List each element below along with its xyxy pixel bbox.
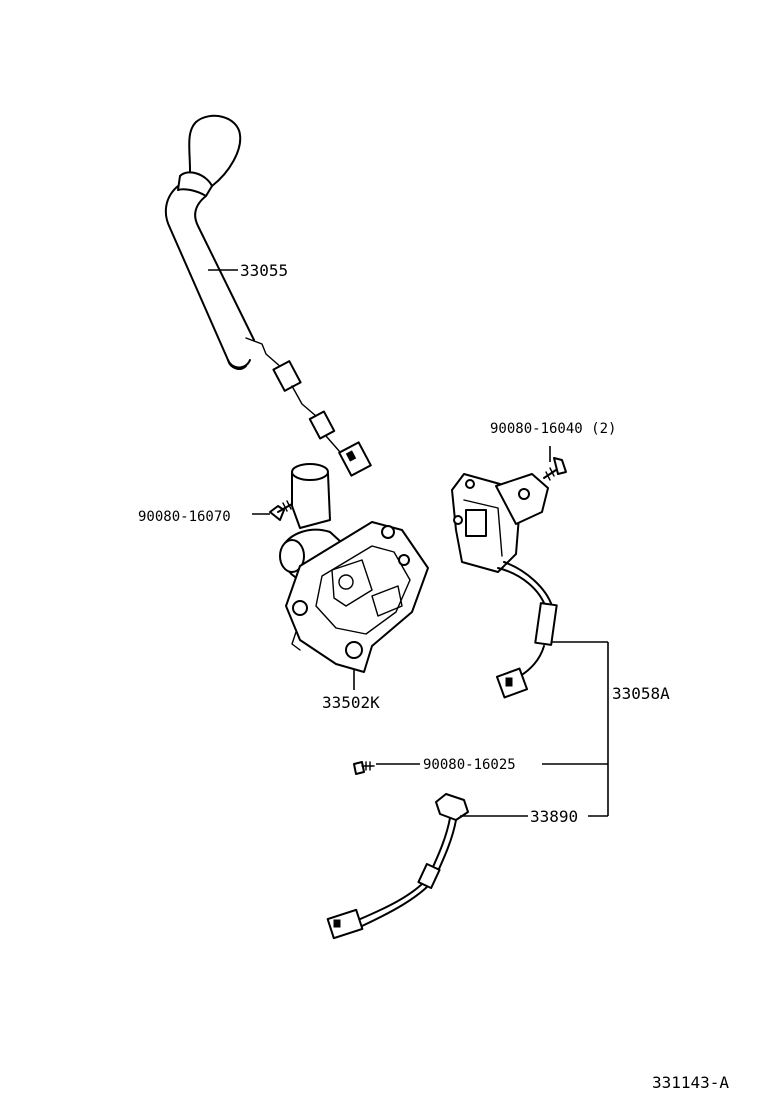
part-number-90080-16040: 90080-16040 (2) [490,421,616,437]
bolt-16040-drawing [543,457,567,481]
part-number-90080-16070: 90080-16070 [138,509,231,525]
part-number-33890: 33890 [530,807,578,826]
part-number-33055: 33055 [240,261,288,280]
part-number-33058a: 33058A [612,684,670,703]
selector-assembly-drawing [279,463,429,673]
part-number-33502k: 33502K [322,693,380,712]
switch-assembly-drawing [451,473,558,699]
diagram-id: 331143-A [652,1073,729,1092]
screw-16025-drawing [353,761,375,775]
leader-lines [208,269,609,817]
part-number-90080-16025: 90080-16025 [423,757,516,773]
bolt-16070-drawing [269,500,293,521]
shift-lever-drawing [164,114,372,477]
sensor-harness-drawing [326,793,469,940]
